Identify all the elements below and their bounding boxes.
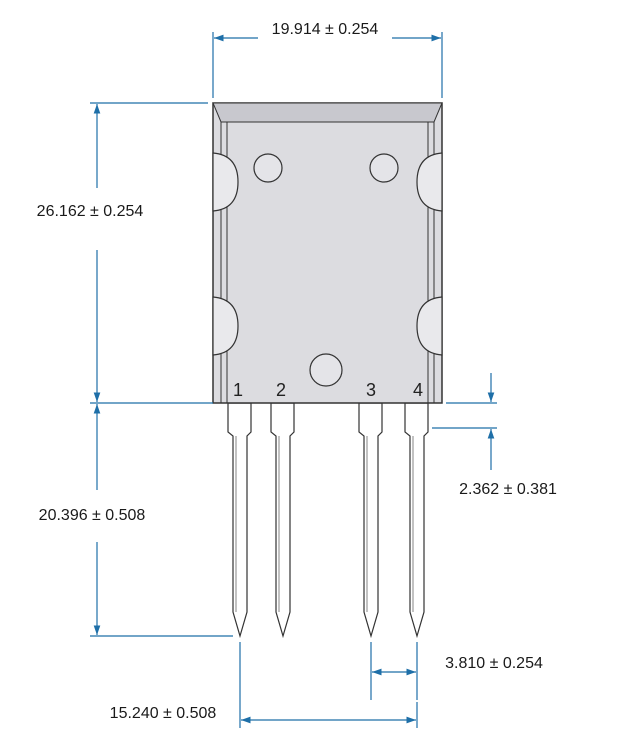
body-outline [212, 102, 443, 404]
body-bevel [212, 102, 443, 123]
lead-1 [227, 402, 252, 639]
pin-label-1: 1 [233, 380, 243, 400]
lead-4 [404, 402, 429, 639]
dimension-lines [90, 32, 497, 728]
pin-label-3: 3 [366, 380, 376, 400]
notch-left-lower [212, 296, 239, 356]
dimension-labels: 19.914 ± 0.254 26.162 ± 0.254 20.396 ± 0… [37, 21, 557, 722]
hole-top-left [253, 153, 283, 183]
label-lead-pitch: 3.810 ± 0.254 [445, 655, 543, 672]
pin-label-4: 4 [413, 380, 423, 400]
notch-left-upper [212, 152, 239, 212]
label-lead-shoulder: 2.362 ± 0.381 [459, 481, 557, 498]
label-body-width: 19.914 ± 0.254 [272, 21, 379, 38]
lead-2 [270, 402, 295, 639]
hole-bottom-center [309, 353, 343, 387]
body-inner-outline [226, 121, 429, 404]
package-body [212, 102, 443, 404]
lead-3 [358, 402, 383, 639]
leads [227, 402, 429, 639]
label-lead-length: 20.396 ± 0.508 [39, 507, 146, 524]
label-body-height: 26.162 ± 0.254 [37, 203, 144, 220]
hole-top-right [369, 153, 399, 183]
label-outer-lead-span: 15.240 ± 0.508 [110, 705, 217, 722]
notch-right-lower [416, 296, 443, 356]
notch-right-upper [416, 152, 443, 212]
pin-label-2: 2 [276, 380, 286, 400]
pin-labels: 1 2 3 4 [233, 380, 423, 400]
